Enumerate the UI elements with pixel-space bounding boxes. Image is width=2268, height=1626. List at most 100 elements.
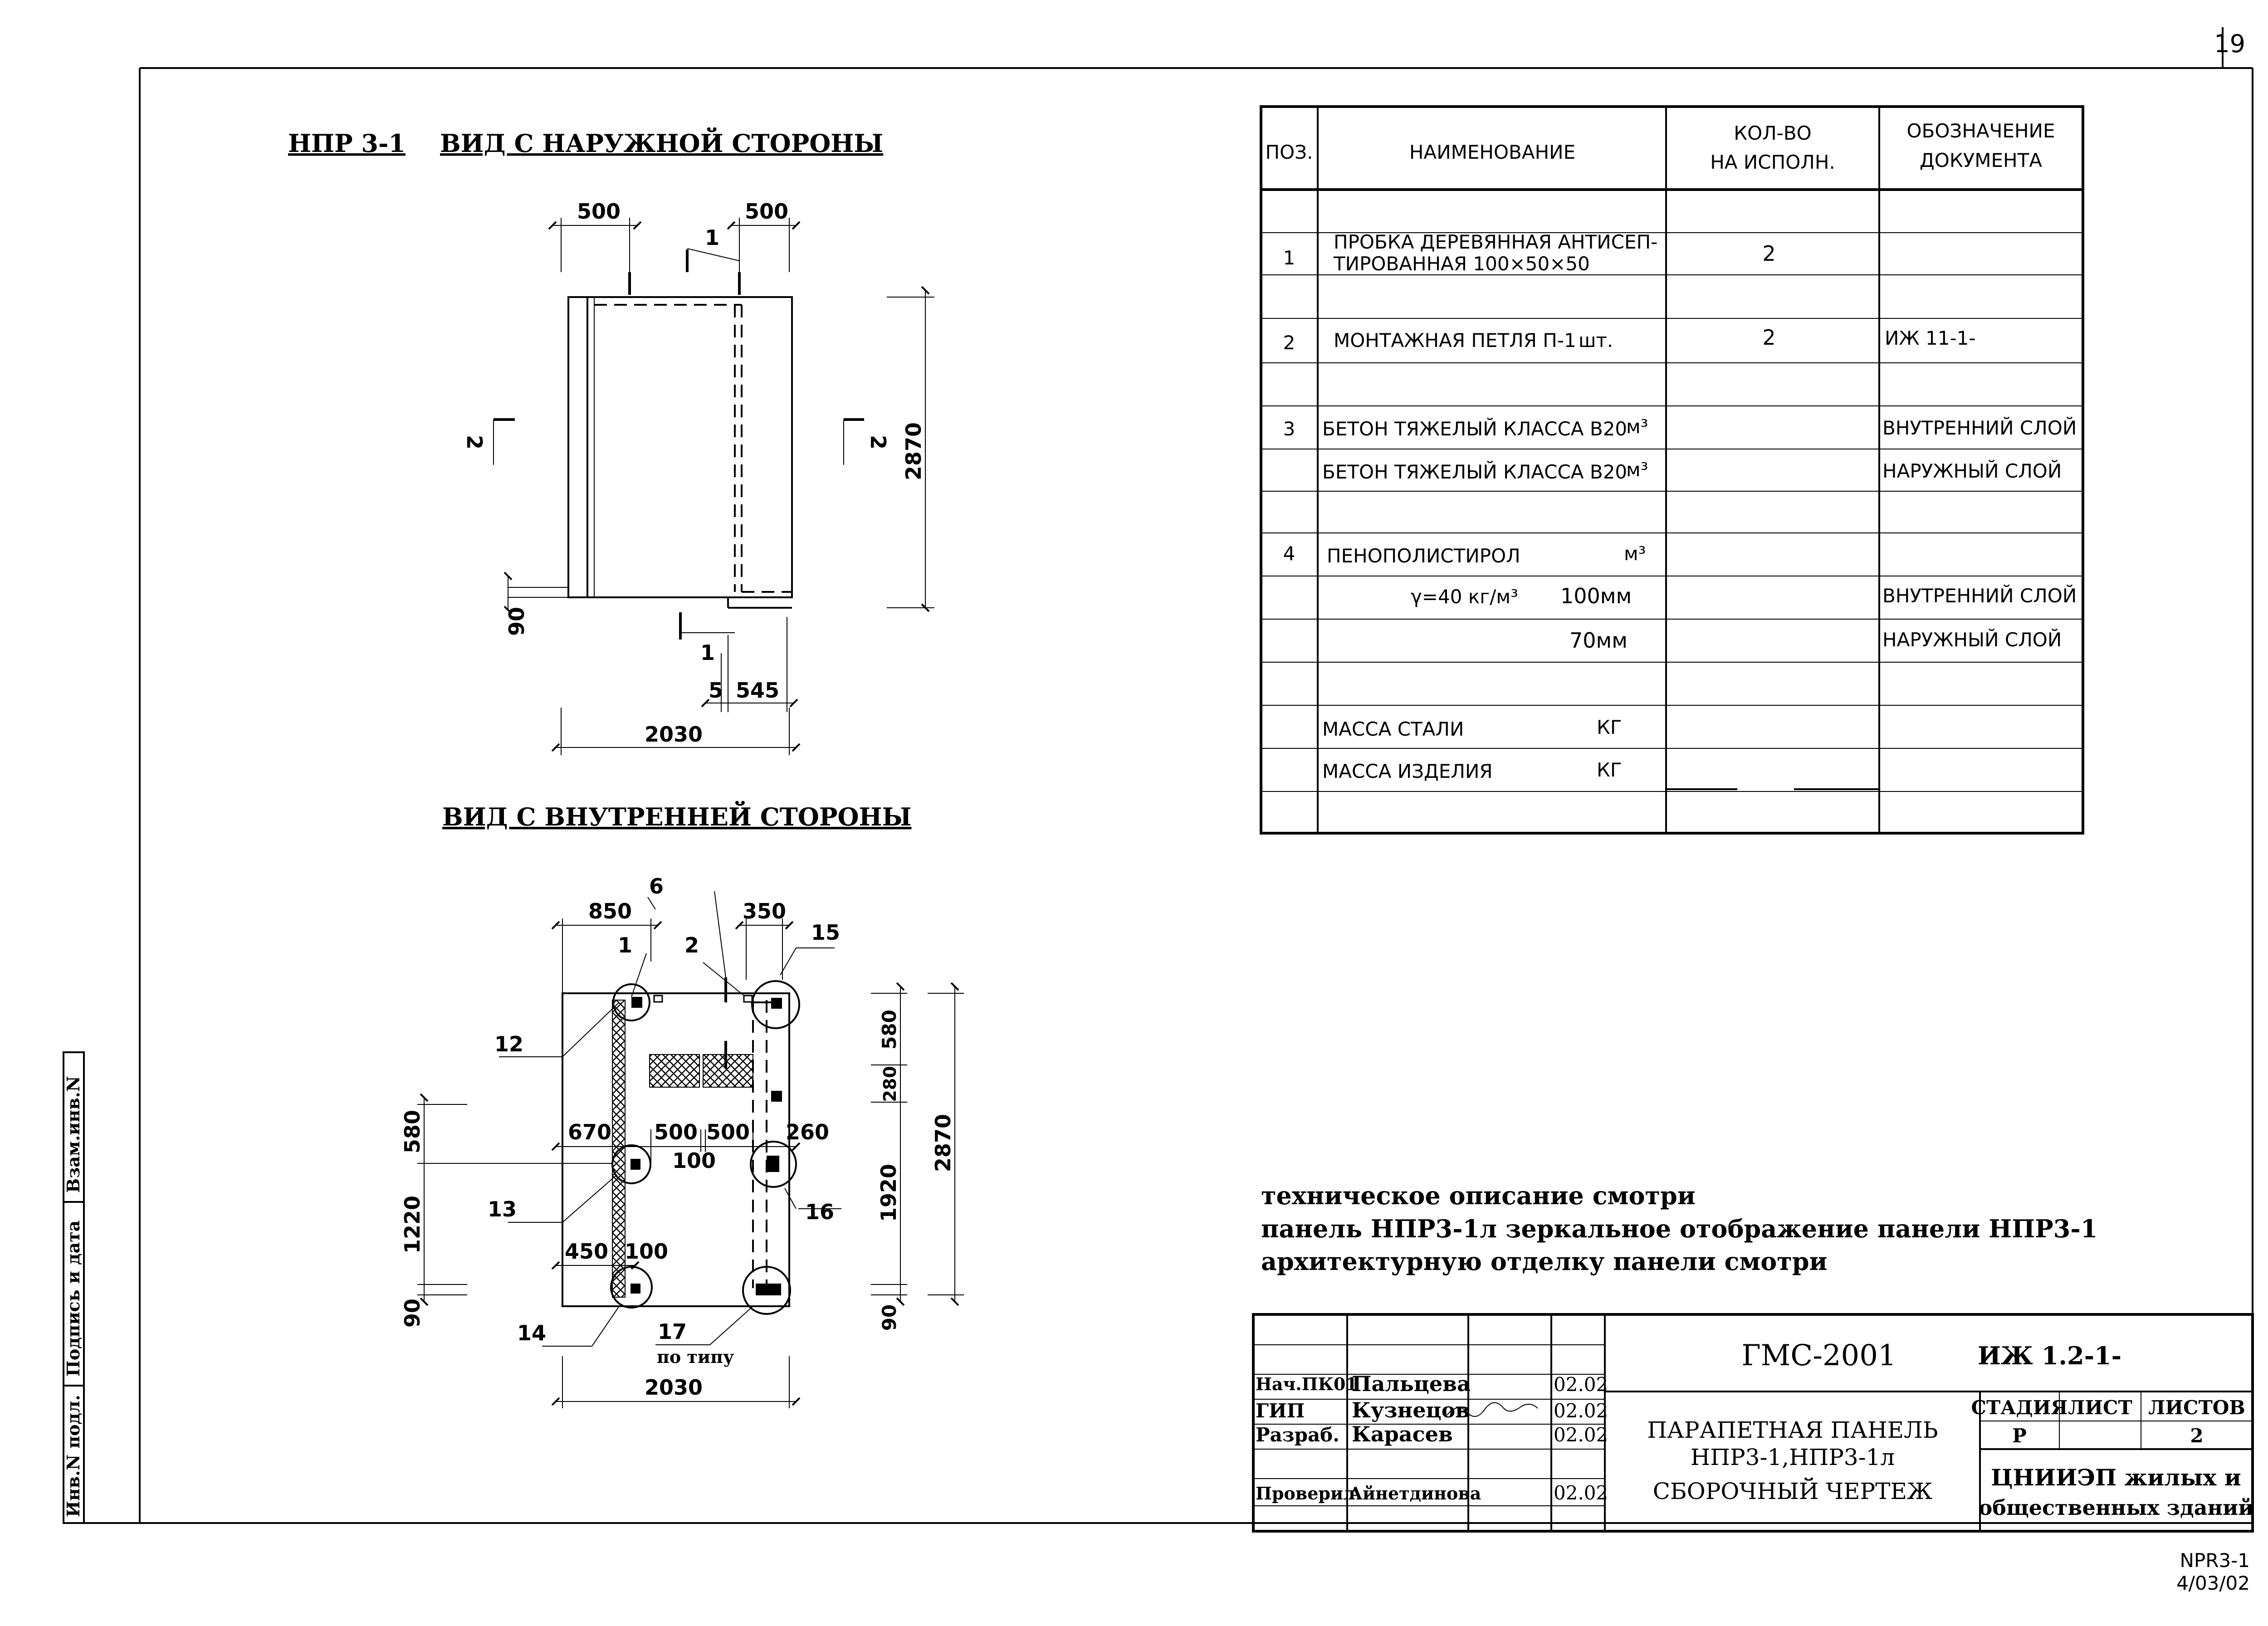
inner-dim-580-right: 580 — [878, 1010, 900, 1050]
inner-dim-280: 280 — [880, 1066, 900, 1102]
outer-dim-545: 545 — [736, 678, 779, 703]
section-1-bottom: 1 — [700, 640, 715, 665]
inner-dim-100b: 100 — [625, 1239, 668, 1264]
callout-1: 1 — [618, 933, 632, 957]
inner-dim-100a: 100 — [672, 1148, 716, 1173]
outer-dimensions — [503, 218, 934, 755]
callout-13: 13 — [488, 1197, 517, 1221]
title-block-grid — [1252, 1313, 2254, 1533]
outer-view-mark: НПР 3-1 — [288, 129, 406, 158]
stamp-podpis: Подпись и дата — [63, 1221, 83, 1377]
spec-r3-pos: 3 — [1283, 418, 1295, 440]
spec-r4-pos: 4 — [1283, 542, 1295, 565]
spec-r2-qty: 2 — [1762, 325, 1775, 350]
section-2-right: 2 — [866, 435, 890, 449]
title-name-3: СБОРОЧНЫЙ ЧЕРТЕЖ — [1653, 1477, 1932, 1504]
inner-dim-1920: 1920 — [876, 1164, 901, 1222]
inner-dim-450: 450 — [565, 1239, 608, 1264]
inner-dim-2030: 2030 — [645, 1375, 703, 1400]
person-2-signature — [1447, 1402, 1538, 1417]
title-org-1: ЦНИИЭП жилых и — [1991, 1464, 2241, 1491]
spec-r4b-density: γ=40 кг/м³ — [1411, 586, 1518, 608]
spec-r1-name1: ПРОБКА ДЕРЕВЯННАЯ АНТИСЕП- — [1334, 231, 1657, 253]
inner-dim-1220: 1220 — [400, 1196, 425, 1254]
callout-15: 15 — [811, 920, 840, 945]
spec-header-name: НАИМЕНОВАНИЕ — [1409, 141, 1575, 163]
outer-dim-500b: 500 — [745, 199, 788, 224]
inner-dim-90-left: 90 — [400, 1299, 425, 1328]
spec-r4b-doc: ВНУТРЕННИЙ СЛОЙ — [1882, 584, 2077, 607]
outer-dim-90: 90 — [504, 607, 529, 636]
spec-r3b-name: БЕТОН ТЯЖЕЛЫЙ КЛАССА В20 — [1322, 460, 1627, 483]
page-number: 19 — [2214, 29, 2245, 58]
inner-leaders — [499, 891, 841, 1347]
spec-mass-name: МАССА ИЗДЕЛИЯ — [1322, 760, 1493, 782]
note-line-2: панель НПР3-1л зеркальное отображение па… — [1261, 1214, 2097, 1243]
inner-dim-500a: 500 — [654, 1120, 698, 1144]
inner-dim-850: 850 — [588, 899, 632, 923]
spec-r4c-doc: НАРУЖНЫЙ СЛОЙ — [1882, 628, 2062, 651]
title-project: ГМС-2001 — [1741, 1339, 1896, 1372]
person-2-role: ГИП — [1256, 1400, 1305, 1422]
title-sheets: 2 — [2190, 1425, 2203, 1447]
spec-r3b-unit: м³ — [1626, 459, 1648, 481]
stamp-inv: Инв.N подл. — [63, 1395, 83, 1517]
title-sheets-header: ЛИСТОВ — [2148, 1397, 2245, 1419]
spec-header-qty1: КОЛ-ВО — [1734, 122, 1812, 144]
person-4-name: Айнетдинова — [1349, 1483, 1481, 1504]
spec-r2-doc: ИЖ 11-1- — [1885, 327, 1975, 349]
title-stage: Р — [2012, 1425, 2027, 1447]
person-3-role: Разраб. — [1256, 1424, 1339, 1446]
inner-dim-670: 670 — [568, 1120, 611, 1144]
spec-r3-unit: м³ — [1626, 415, 1648, 438]
title-code: ИЖ 1.2-1- — [1978, 1341, 2121, 1370]
spec-r2-unit: шт. — [1579, 329, 1613, 352]
spec-r3-name: БЕТОН ТЯЖЕЛЫЙ КЛАССА В20 — [1322, 417, 1627, 440]
title-name-2: НПР3-1,НПР3-1л — [1691, 1444, 1895, 1470]
spec-r4-name: ПЕНОПОЛИСТИРОЛ — [1327, 545, 1520, 567]
sheet-frame — [64, 27, 2253, 1524]
stamp-vzam: Взам.инв.N — [63, 1076, 83, 1193]
outer-dim-2030: 2030 — [645, 722, 703, 747]
inner-inserts — [631, 995, 782, 1295]
callout-2: 2 — [684, 933, 699, 957]
section-1-top: 1 — [705, 225, 719, 250]
person-1-name: Пальцева — [1352, 1372, 1471, 1396]
callout-po-tipu: по типу — [657, 1347, 734, 1367]
inner-dim-350: 350 — [743, 899, 786, 923]
outer-dim-5: 5 — [709, 678, 723, 703]
inner-dim-580-left: 580 — [400, 1110, 425, 1153]
spec-steel-unit: КГ — [1597, 716, 1622, 738]
note-line-1: техническое описание смотри — [1261, 1181, 1696, 1210]
spec-r4b-thick: 100мм — [1560, 584, 1632, 608]
person-2-date: 02.02 — [1554, 1400, 1608, 1422]
callout-12: 12 — [494, 1032, 523, 1056]
person-4-date: 02.02 — [1554, 1482, 1608, 1504]
spec-r4-unit: м³ — [1624, 542, 1646, 565]
title-stage-header: СТАДИЯ — [1971, 1397, 2068, 1419]
inner-dim-90-right: 90 — [878, 1304, 900, 1331]
spec-r2-name: МОНТАЖНАЯ ПЕТЛЯ П-1 — [1334, 329, 1576, 352]
note-line-3: архитектурную отделку панели смотри — [1261, 1247, 1828, 1276]
title-sheet-header: ЛИСТ — [2068, 1397, 2132, 1419]
callout-6: 6 — [649, 874, 664, 898]
person-4-role: Проверил — [1256, 1483, 1355, 1504]
side-stamp — [63, 1051, 85, 1524]
spec-header-doc2: ДОКУМЕНТА — [1920, 149, 2042, 171]
outer-dim-500a: 500 — [577, 199, 621, 224]
spec-r3b-doc: НАРУЖНЫЙ СЛОЙ — [1882, 459, 2062, 482]
spec-r4c-thick: 70мм — [1569, 628, 1628, 653]
title-name-1: ПАРАПЕТНАЯ ПАНЕЛЬ — [1647, 1417, 1938, 1443]
callout-16: 16 — [805, 1200, 834, 1224]
file-ref-line-2: 4/03/02 — [2176, 1572, 2250, 1594]
person-2-name: Кузнецов — [1352, 1398, 1470, 1422]
person-3-date: 02.02 — [1554, 1424, 1608, 1446]
spec-mass-unit: КГ — [1597, 759, 1622, 781]
spec-header-qty2: НА ИСПОЛН. — [1710, 151, 1835, 173]
file-ref-line-1: NPR3-1 — [2180, 1549, 2250, 1572]
outer-section-marks — [493, 248, 864, 640]
spec-header-pos: ПОЗ. — [1266, 141, 1313, 163]
spec-r1-pos: 1 — [1283, 247, 1295, 269]
spec-r3-doc: ВНУТРЕННИЙ СЛОЙ — [1882, 416, 2077, 439]
person-1-date: 02.02 — [1554, 1373, 1608, 1396]
